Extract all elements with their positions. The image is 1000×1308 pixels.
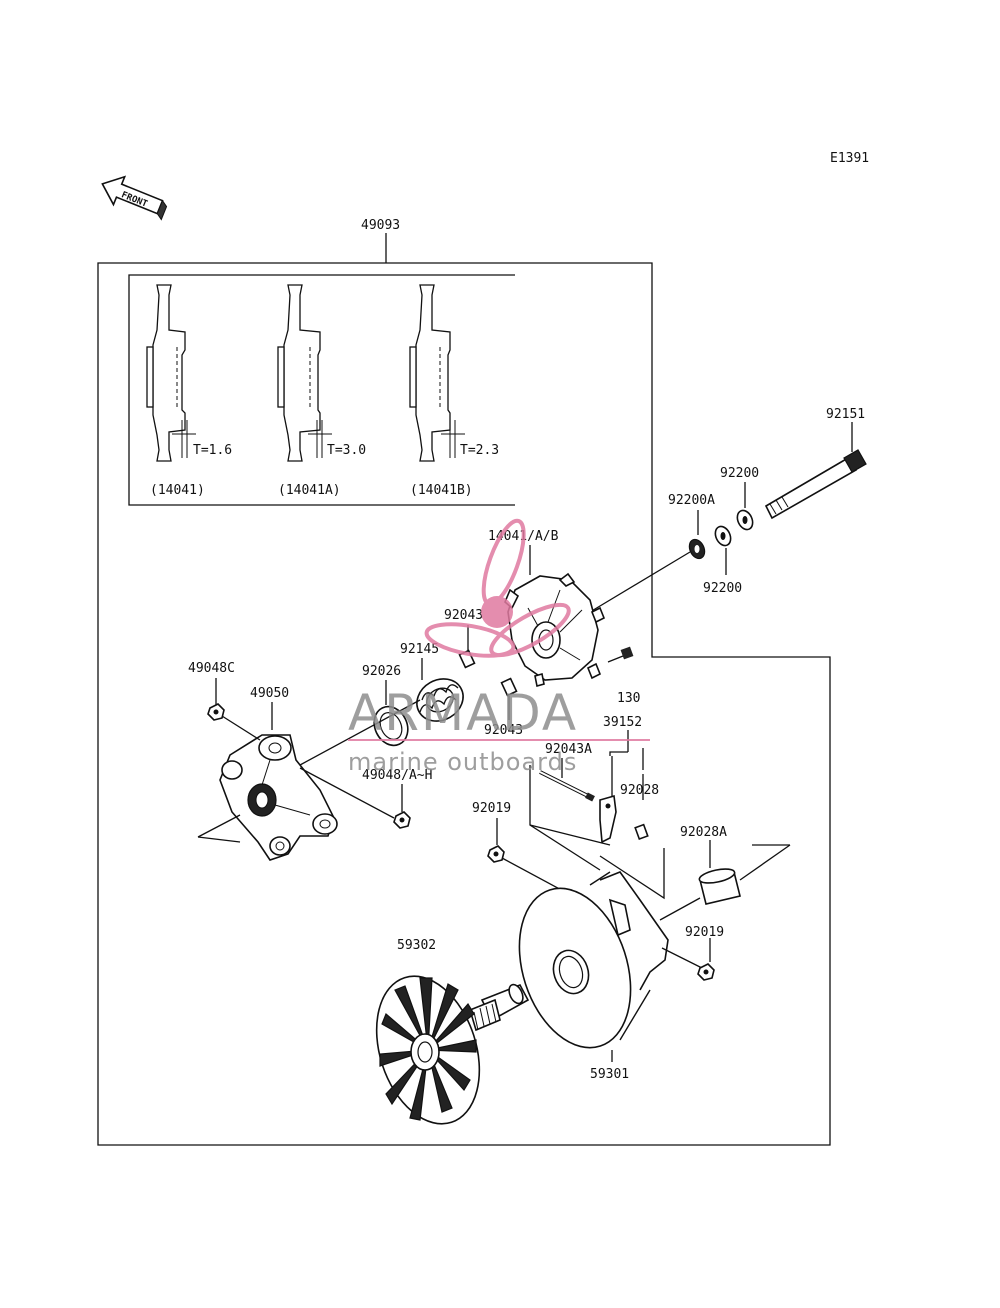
label-92145: 92145 [400,642,439,657]
sheave-profile-3 [409,284,451,462]
nut-49048C [207,703,225,721]
label-92043A: 92043A [545,742,592,757]
inset-part-3: (14041B) [410,483,473,498]
label-92043-mid: 92043 [484,723,523,738]
label-92028: 92028 [620,783,659,798]
sheave-profile-2 [277,284,321,462]
label-92151: 92151 [826,407,865,422]
label-92200-top: 92200 [720,466,759,481]
label-59302: 59302 [397,938,436,953]
fixed-sheave-59302 [375,975,530,1125]
armada-logo-icon [424,518,571,658]
label-49093: 49093 [361,218,400,233]
label-59301: 59301 [590,1067,629,1082]
thickness-1: T=1.6 [193,443,232,458]
assembly-axis [589,551,691,613]
bracket-lines [529,765,665,900]
weight-39152 [599,794,617,844]
diagram-code: E1391 [830,151,869,166]
watermark-tagline: marine outboards [348,748,577,776]
assembly-frame [97,233,831,1146]
thickness-3: T=2.3 [460,443,499,458]
sheave-profile-1 [146,284,186,462]
washer-92200-top [736,509,754,531]
front-arrow-icon: FRONT [101,175,168,221]
cover-14041 [504,545,634,688]
washer-92200-bottom [714,525,732,547]
label-92026: 92026 [362,664,401,679]
movable-sheave-59301 [518,871,669,1049]
inset-part-2: (14041A) [278,483,341,498]
label-49048C: 49048C [188,661,235,676]
thickness-marks [172,420,465,458]
label-130: 130 [617,691,640,706]
label-92043-top: 92043 [444,608,483,623]
label-49048: 49048/A~H [362,768,432,783]
spider-49050 [219,734,338,861]
inset-box [128,274,515,506]
label-92028A: 92028A [680,825,727,840]
label-92019-top: 92019 [472,801,511,816]
label-92200-bottom: 92200 [703,581,742,596]
washer-92200A [688,538,706,560]
label-39152: 39152 [603,715,642,730]
nut-92019-right [697,963,715,981]
inset-part-1: (14041) [150,483,205,498]
pin-92028 [634,823,649,841]
thickness-2: T=3.0 [327,443,366,458]
pin-92043-mid [500,677,518,697]
nut-92019-top [487,845,505,863]
rod-92043A [539,770,595,802]
watermark-brand: ARMADA [348,684,578,742]
spring-92145 [416,678,464,722]
label-92200A: 92200A [668,493,715,508]
bolt-92151 [764,422,867,520]
label-49050: 49050 [250,686,289,701]
bushing-92028A [698,868,741,905]
nut-49048 [393,811,411,829]
label-92019-right: 92019 [685,925,724,940]
